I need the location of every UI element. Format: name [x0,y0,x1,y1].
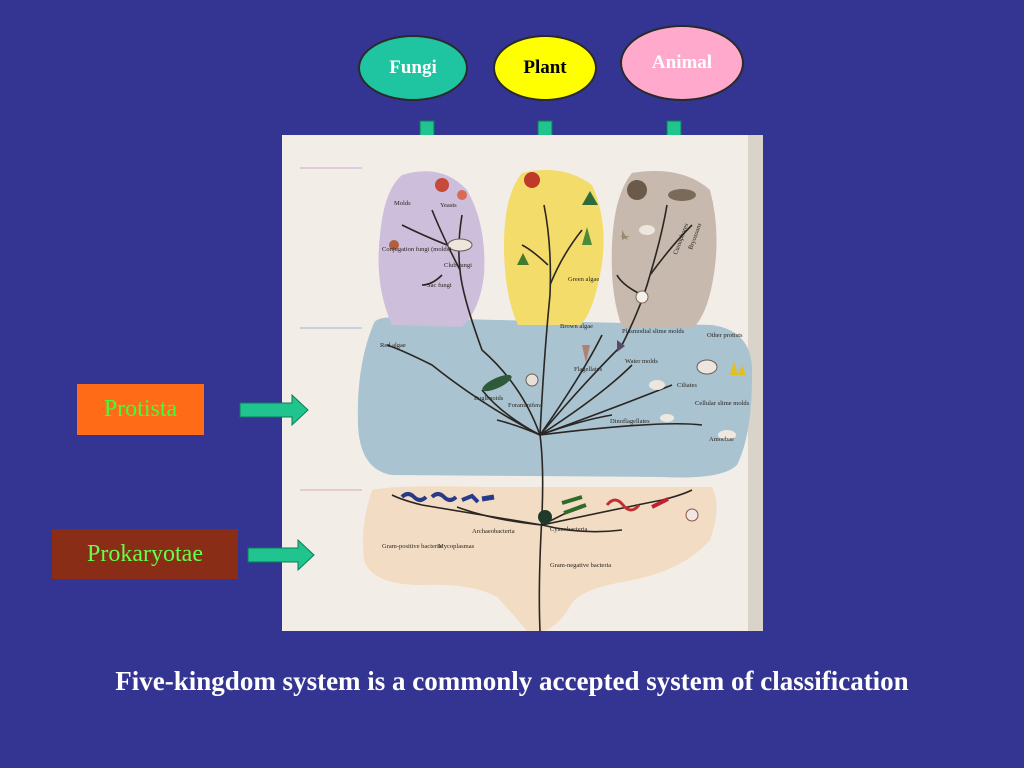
label-dinoflagellates: Dinoflagellates [610,418,650,425]
prokaryotae-label-box: Prokaryotae [52,529,238,579]
plant-region [504,169,604,325]
animal-region [611,171,717,327]
label-brown-algae: Brown algae [560,323,593,330]
prokaryotae-label: Prokaryotae [87,540,203,567]
fungi-oval: Fungi [358,35,468,101]
label-euglenoids: Euglenoids [474,395,504,402]
label-gram-negative-bacteria: Gram-negative bacteria [550,562,611,569]
page-edge [748,135,763,631]
label-ciliates: Ciliates [677,382,697,389]
organism-illustrations [389,172,746,524]
protista-label-box: Protista [77,384,204,435]
label-archaeobacteria: Archaeobacteria [472,528,515,535]
label-cyanobacteria: Cyanobacteria [550,526,588,533]
right-arrows [239,393,315,572]
fungi-label: Fungi [389,57,437,78]
figure-labels: Molds Yeasts Conjugation fungi (molds) C… [380,200,750,569]
label-amoebae: Amoebae [709,436,734,443]
label-mycoplasmas: Mycoplasmas [438,543,475,550]
plant-label: Plant [523,57,567,78]
label-water-molds: Water molds [625,358,658,365]
label-flagellates: Flagellates [574,366,603,373]
label-yeasts: Yeasts [440,202,457,209]
label-sac-fungi: Sac fungi [427,282,452,289]
label-green-algae: Green algae [568,276,599,283]
label-cellular-slime-molds: Cellular slime molds [695,400,750,407]
right-arrow-icon [239,393,309,427]
label-red-algae: Red algae [380,342,406,349]
animal-oval: Animal [620,25,744,101]
label-other-protists: Other protists [707,332,743,339]
animal-label: Animal [651,52,713,73]
protista-label: Protista [103,396,178,422]
tree-diagram: Molds Yeasts Conjugation fungi (molds) C… [300,135,763,632]
tree-branches [386,204,703,632]
label-gram-positive-bacteria: Gram-positive bacteria [382,543,442,550]
label-conjugation-fungi: Conjugation fungi (molds) [382,246,451,253]
label-plasmodial-slime-molds: Plasmodial slime molds [622,328,685,335]
slide-caption: Five-kingdom system is a commonly accept… [115,666,909,696]
label-foraminifera: Foraminifera [508,402,542,409]
right-arrow-icon [247,538,315,572]
five-kingdom-tree-figure: Molds Yeasts Conjugation fungi (molds) C… [282,135,763,632]
protista-region [357,317,753,478]
label-molds: Molds [394,200,411,207]
plant-oval: Plant [493,35,597,101]
fungi-region [378,171,485,327]
label-club-fungi: Club fungi [444,262,472,269]
